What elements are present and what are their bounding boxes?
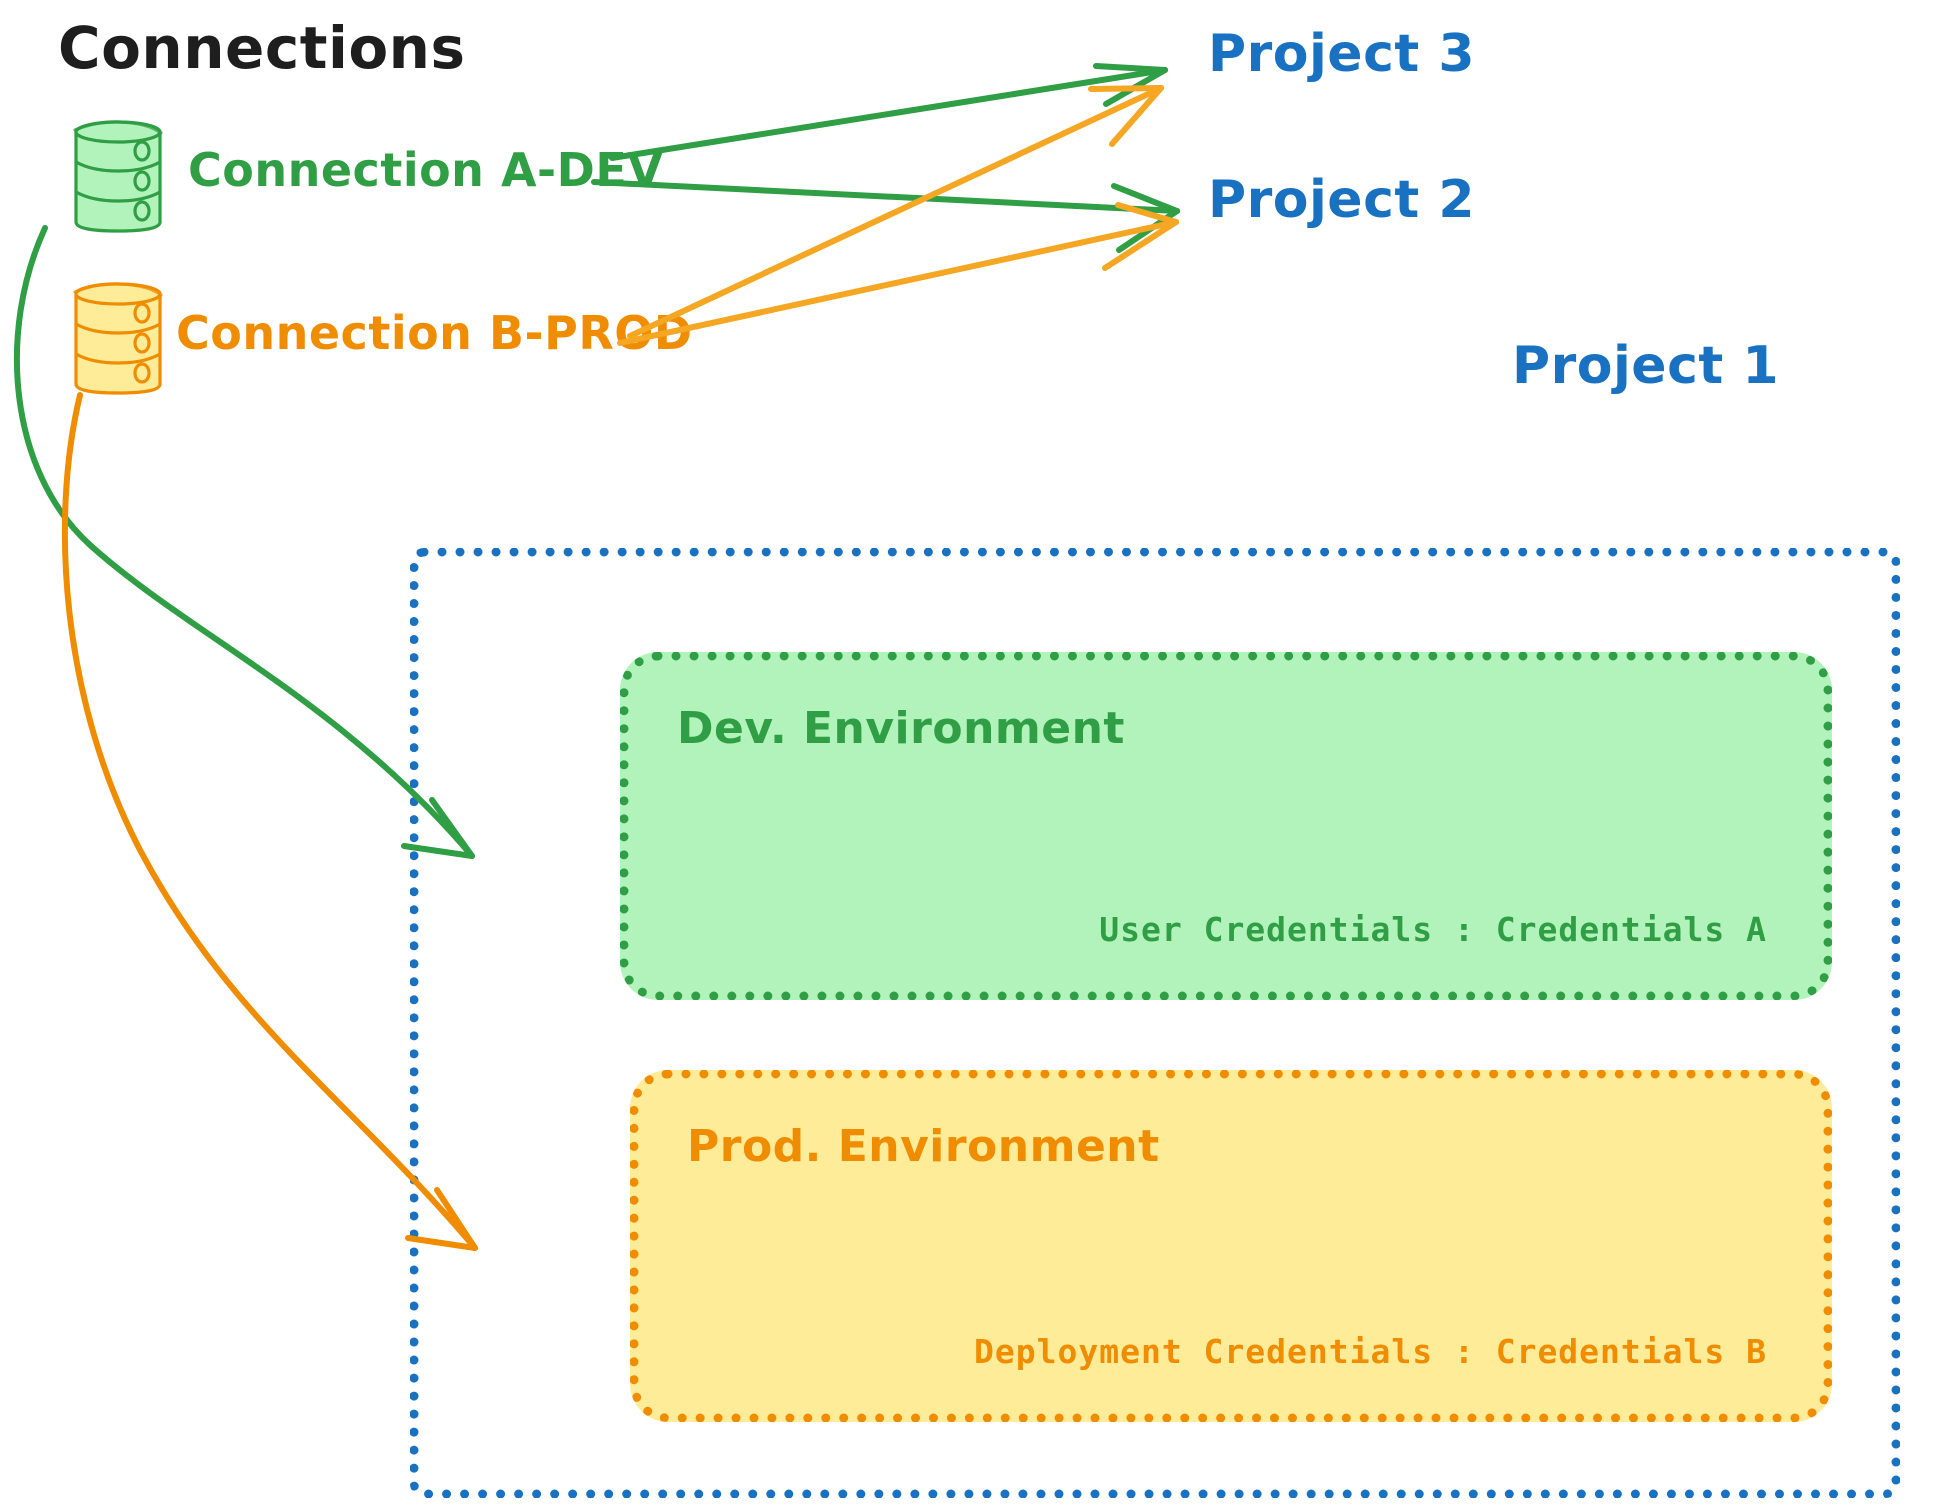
arrow-adev-to-project2 xyxy=(591,179,1180,253)
dev-environment-box[interactable]: Dev. Environment User Credentials : Cred… xyxy=(620,652,1832,1000)
database-cylinder-icon[interactable] xyxy=(72,118,164,236)
dev-environment-credentials: User Credentials : Credentials A xyxy=(1099,910,1767,949)
connection-b-prod-label: Connection B-PROD xyxy=(176,306,693,360)
project-3-label[interactable]: Project 3 xyxy=(1208,24,1476,84)
database-cylinder-icon[interactable] xyxy=(72,280,164,398)
project-1-label[interactable]: Project 1 xyxy=(1512,336,1780,396)
arrow-bprod-to-project3 xyxy=(627,85,1164,339)
prod-environment-credentials: Deployment Credentials : Credentials B xyxy=(974,1332,1767,1371)
dev-environment-title: Dev. Environment xyxy=(677,703,1125,754)
project-2-label[interactable]: Project 2 xyxy=(1208,170,1476,230)
prod-environment-title: Prod. Environment xyxy=(687,1121,1160,1172)
arrow-bprod-to-project2 xyxy=(617,202,1179,346)
prod-environment-box[interactable]: Prod. Environment Deployment Credentials… xyxy=(630,1070,1832,1422)
connection-a-dev-label: Connection A-DEV xyxy=(188,143,664,197)
page-title: Connections xyxy=(58,14,466,82)
arrow-adev-to-project3 xyxy=(609,63,1168,161)
